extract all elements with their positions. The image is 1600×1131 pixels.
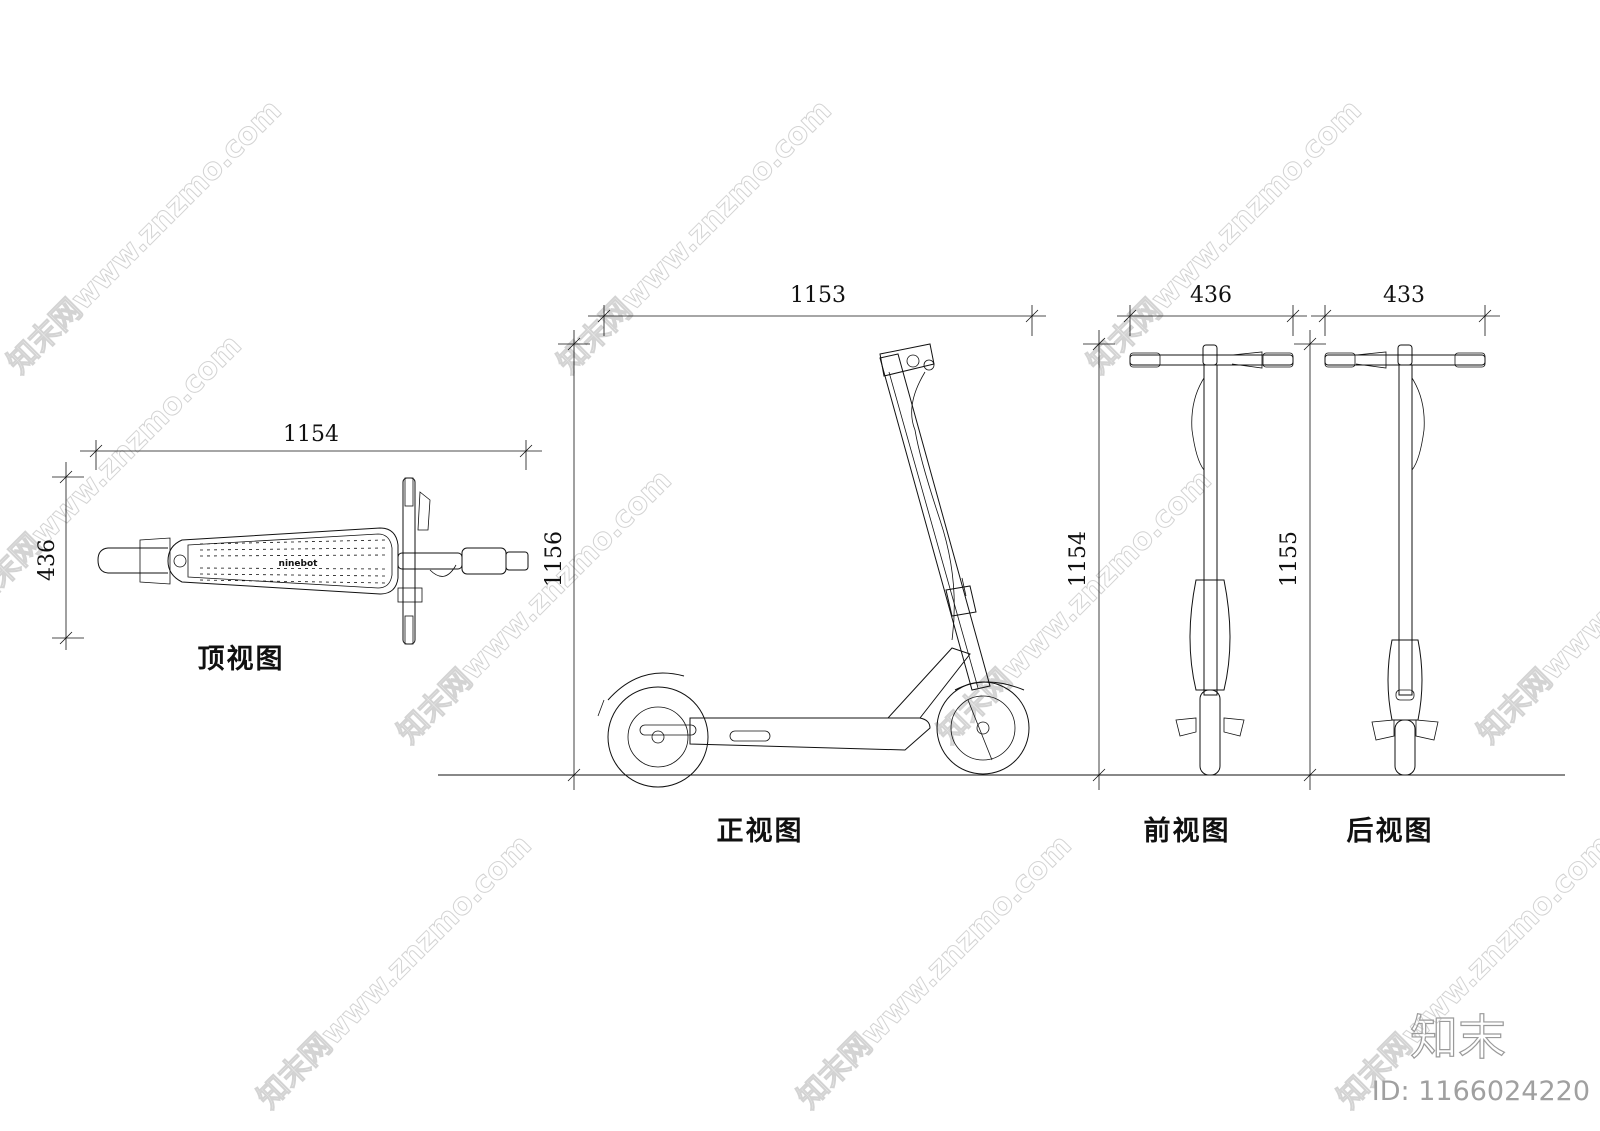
rear-width-dimension: 433	[1311, 283, 1500, 336]
rear-width-label: 433	[1383, 283, 1425, 308]
side-view: 1153 1156	[542, 283, 1046, 847]
rear-scooter	[1324, 344, 1486, 776]
top-length-label: 1154	[283, 422, 339, 447]
deck-logo: ninebot	[279, 559, 319, 569]
rear-light	[173, 554, 187, 568]
stem	[879, 353, 991, 691]
rear-wheel-axle	[651, 730, 665, 744]
watermark-text: 知末网www.znzmo.com	[1331, 828, 1600, 1116]
handlebar	[1324, 354, 1486, 366]
brake-cable	[911, 371, 955, 641]
rear-fender	[1387, 639, 1423, 721]
rear-bracket-slot	[639, 724, 697, 736]
watermark-layer: 知末网www.znzmo.com 知末网www.znzmo.com 知末网www…	[0, 92, 1600, 1116]
front-view-caption: 前视图	[1144, 815, 1231, 847]
deck-right	[1223, 717, 1245, 737]
deck-right	[1415, 719, 1439, 741]
rear-wheel-hub	[627, 706, 689, 768]
top-view-caption: 顶视图	[198, 644, 285, 675]
deck-grip-pattern	[199, 539, 386, 584]
watermark-text: 知末网www.znzmo.com	[251, 828, 539, 1116]
grip-left	[1129, 352, 1161, 368]
side-length-label: 1153	[790, 283, 846, 308]
rear-tire	[1394, 719, 1416, 776]
watermark-text: 知末网www.znzmo.com	[791, 828, 1079, 1116]
rear-bracket	[139, 537, 171, 585]
rear-height-dimension: 1155	[1277, 330, 1326, 790]
front-fork	[967, 699, 993, 761]
top-view: 1154 436 ninebot	[35, 422, 542, 675]
brake-lever-pivot	[923, 359, 935, 371]
side-height-dimension: 1156	[542, 330, 590, 790]
front-wheel-axle	[976, 721, 990, 735]
rear-fender	[97, 547, 168, 574]
watermark-text: 知末网www.znzmo.com	[391, 463, 679, 751]
tail-light	[1395, 689, 1415, 701]
front-height-label: 1154	[1066, 531, 1091, 587]
rear-height-label: 1155	[1277, 531, 1302, 587]
front-fender	[954, 681, 1025, 691]
top-scooter: ninebot	[97, 477, 529, 645]
front-tip	[505, 551, 529, 571]
watermark-text: 知末网www.znzmo.com	[931, 463, 1219, 751]
grip-top	[404, 477, 414, 507]
front-fender	[461, 547, 507, 575]
rear-wheel-tire	[607, 686, 709, 788]
cable	[1191, 377, 1205, 471]
deck-left	[1175, 717, 1197, 737]
grip-left	[1324, 352, 1356, 368]
brake-lever	[417, 491, 431, 531]
grip-right	[1454, 352, 1486, 368]
deck-outline	[167, 527, 399, 595]
brake-lever	[1231, 351, 1263, 369]
top-width-label: 436	[35, 539, 60, 581]
cable	[1411, 377, 1425, 471]
handlebar	[1129, 354, 1294, 366]
watermark-text: 知末网www.znzmo.com	[1081, 93, 1369, 381]
id-label: ID: 1166024220	[1372, 1076, 1590, 1107]
front-view: 436 1154 前视图	[1066, 283, 1307, 847]
watermark-text: 知末网www.znzmo.com	[1, 93, 289, 381]
rear-fender	[607, 672, 685, 701]
stem	[1203, 364, 1218, 696]
stem-line	[888, 371, 979, 689]
folding-hook	[961, 577, 967, 597]
deck-grip-border	[187, 533, 393, 589]
grip-bottom	[404, 615, 414, 645]
top-length-dimension: 1154	[80, 422, 542, 470]
folding-clamp	[945, 585, 977, 617]
watermark-text: 知末网www.znzmo.com	[551, 93, 839, 381]
stem	[1398, 364, 1413, 696]
front-fork	[1189, 579, 1231, 691]
throttle	[397, 587, 423, 603]
deck-left	[1371, 719, 1395, 741]
front-tire	[1199, 689, 1221, 776]
side-scooter	[597, 343, 1030, 788]
side-length-dimension: 1153	[588, 283, 1046, 336]
rear-view-caption: 后视图	[1347, 816, 1434, 847]
top-width-dimension: 436	[35, 462, 84, 650]
rear-fender-tail	[597, 699, 605, 717]
brand-logo: 知末	[1410, 1010, 1506, 1066]
deck	[689, 717, 931, 751]
bell	[906, 354, 920, 368]
watermark-text: 知末网www.znzmo.com	[1471, 463, 1600, 751]
front-width-dimension: 436	[1117, 283, 1307, 336]
front-width-label: 436	[1190, 283, 1232, 308]
front-wheel-rim	[950, 695, 1016, 761]
front-scooter	[1129, 344, 1294, 776]
deck-light	[729, 730, 771, 742]
cable	[429, 564, 457, 577]
side-height-label: 1156	[542, 531, 567, 587]
side-view-caption: 正视图	[717, 816, 804, 847]
front-height-dimension: 1154	[1066, 330, 1115, 790]
stem-base	[397, 552, 463, 570]
rear-view: 433 1155 后视图	[1277, 283, 1500, 847]
brake-lever	[1355, 351, 1387, 369]
grip-right	[1262, 352, 1294, 368]
